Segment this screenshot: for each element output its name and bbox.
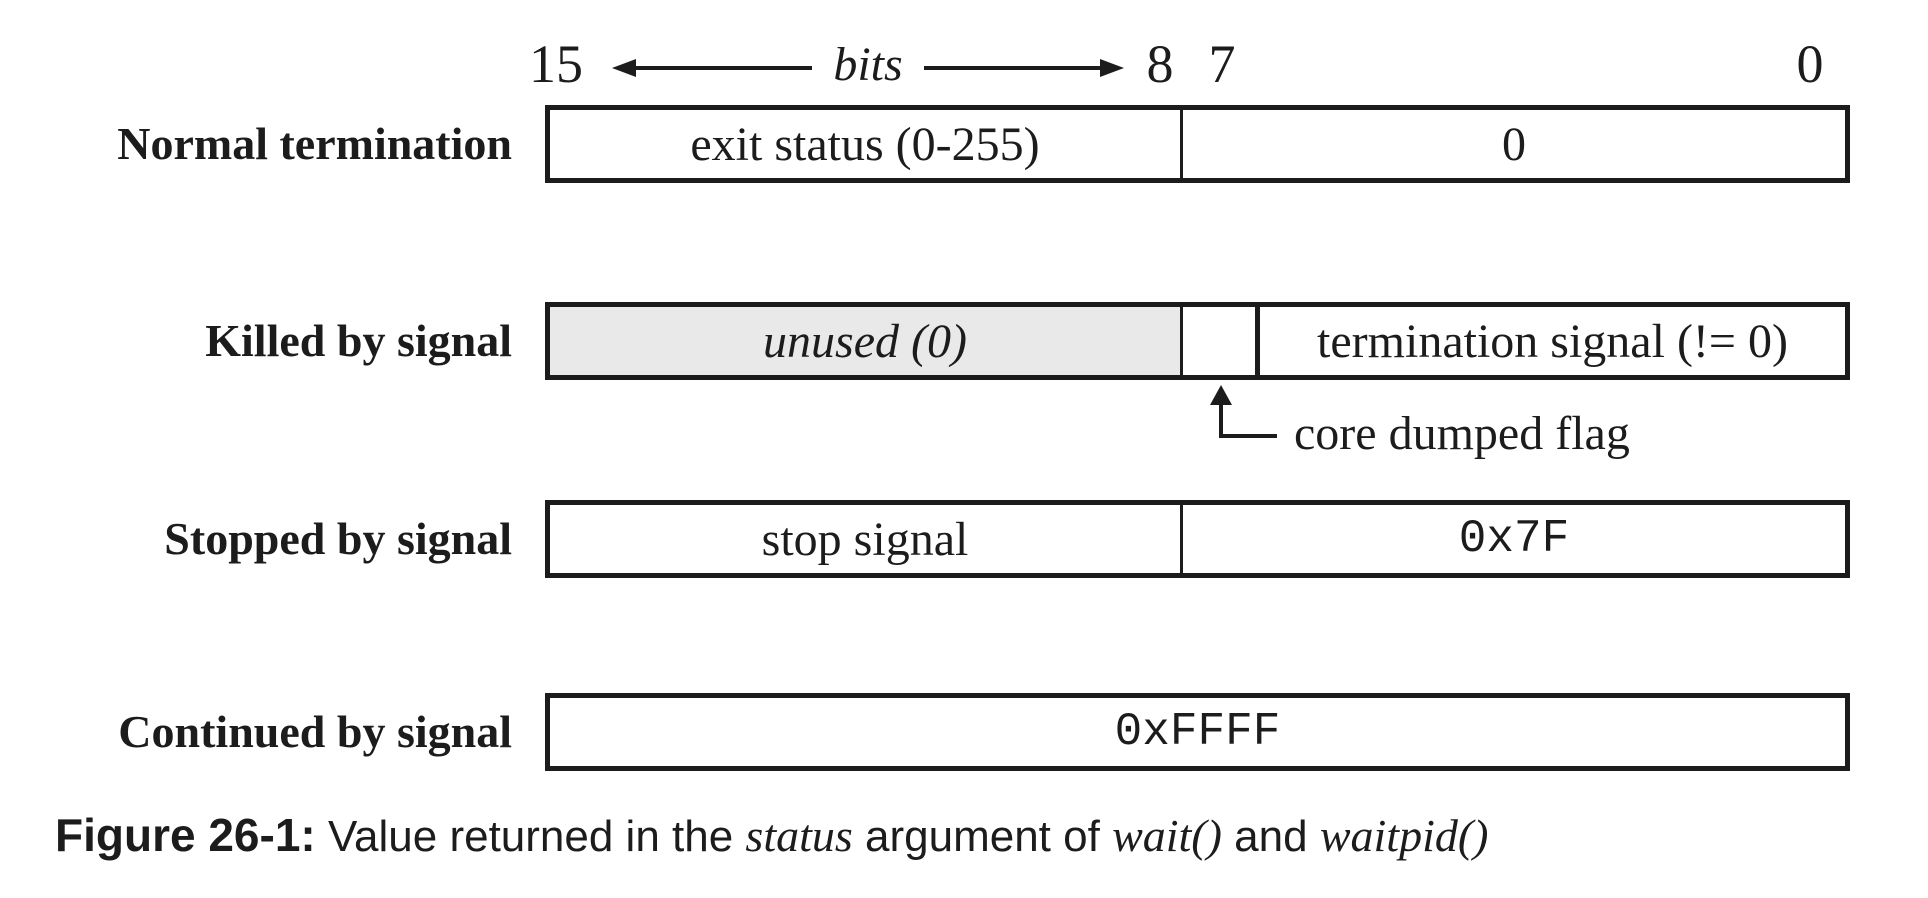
row-label-killed-by-signal: Killed by signal bbox=[205, 315, 512, 366]
figure-caption: Figure 26-1: Value returned in the statu… bbox=[55, 804, 1855, 868]
axis-right-arrow-line bbox=[924, 66, 1102, 70]
caption-figure-number: Figure 26-1: bbox=[55, 809, 316, 861]
caption-text-2: argument of bbox=[852, 812, 1113, 861]
core-dumped-flag-label: core dumped flag bbox=[1294, 407, 1630, 460]
word-box-killed-by-signal: unused (0) termination signal (!= 0) bbox=[545, 302, 1850, 380]
cell-0x7f: 0x7F bbox=[1458, 513, 1570, 565]
caption-italic-waitpid: waitpid() bbox=[1319, 810, 1489, 861]
axis-bit15-label: 15 bbox=[529, 34, 583, 94]
axis-right-arrowhead-icon bbox=[1100, 59, 1124, 77]
word-box-stopped-by-signal: stop signal 0x7F bbox=[545, 500, 1850, 578]
axis-bit7-label: 7 bbox=[1208, 34, 1236, 94]
up-arrowhead-icon bbox=[1210, 385, 1232, 405]
caption-italic-wait: wait() bbox=[1112, 810, 1222, 861]
annotation-vertical-line bbox=[1219, 402, 1223, 438]
word-box-continued-by-signal: 0xFFFF bbox=[545, 693, 1850, 771]
row-label-stopped-by-signal: Stopped by signal bbox=[164, 513, 512, 564]
caption-text-3: and bbox=[1221, 812, 1320, 861]
cell-exit-status: exit status (0-255) bbox=[550, 110, 1183, 178]
cell-stop-signal: stop signal bbox=[550, 505, 1183, 573]
cell-0xffff: 0xFFFF bbox=[1114, 706, 1281, 758]
row-label-normal-termination: Normal termination bbox=[117, 118, 512, 169]
axis-bits-label: bits bbox=[833, 38, 903, 91]
cell-core-dumped-flag bbox=[1183, 307, 1260, 375]
axis-left-arrow-line bbox=[634, 66, 812, 70]
caption-italic-status: status bbox=[745, 810, 853, 861]
annotation-horizontal-line bbox=[1219, 434, 1277, 438]
caption-text-1: Value returned in the bbox=[315, 812, 746, 861]
axis-bit8-label: 8 bbox=[1146, 34, 1174, 94]
axis-left-arrowhead-icon bbox=[612, 59, 636, 77]
cell-low-byte-zero: 0 bbox=[1502, 117, 1526, 171]
cell-unused: unused (0) bbox=[550, 307, 1183, 375]
axis-bit0-label: 0 bbox=[1796, 34, 1824, 94]
row-label-continued-by-signal: Continued by signal bbox=[118, 706, 512, 757]
cell-termination-signal: termination signal (!= 0) bbox=[1317, 314, 1788, 368]
word-box-normal-termination: exit status (0-255) 0 bbox=[545, 105, 1850, 183]
